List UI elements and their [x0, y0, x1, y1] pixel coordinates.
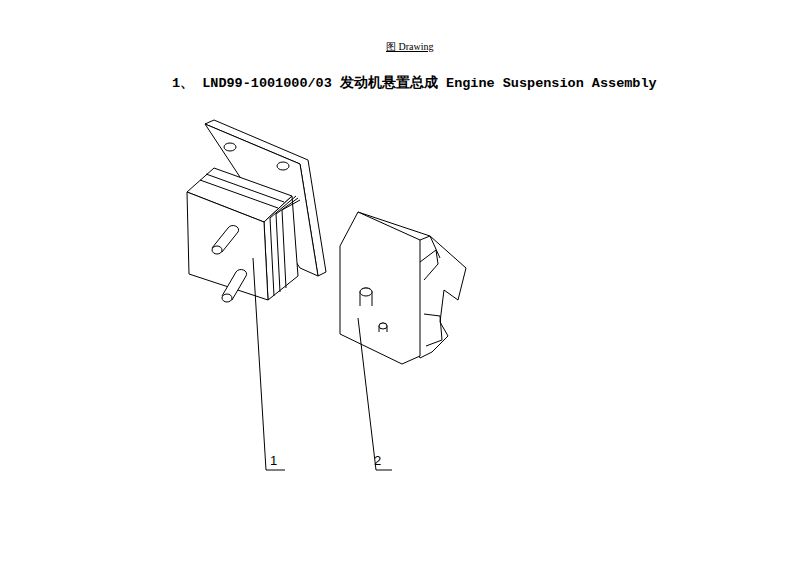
engine-mount-part-2 — [340, 212, 466, 364]
leader-lines — [253, 258, 392, 470]
callout-number: 1 — [270, 453, 277, 468]
engine-mount-part-1 — [187, 120, 326, 302]
drawing-title: 1、 LND99-1001000/03 发动机悬置总成 Engine Suspe… — [172, 74, 657, 92]
callout-number: 2 — [374, 453, 381, 468]
drawing-heading: 图 Drawing — [386, 40, 434, 54]
